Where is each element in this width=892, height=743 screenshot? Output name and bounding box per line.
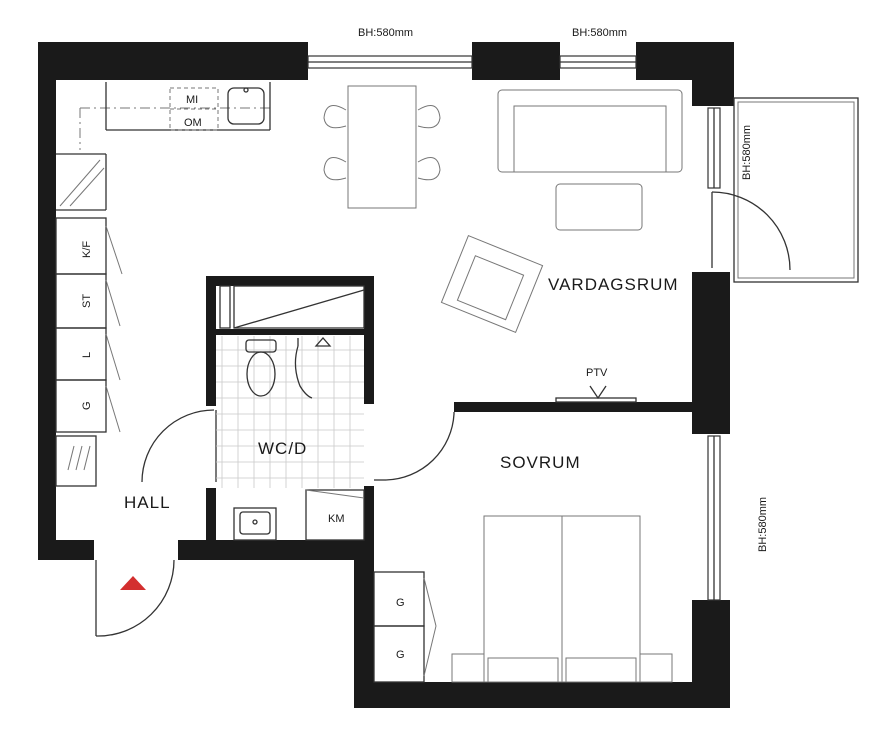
tv-label: PTV xyxy=(586,367,608,379)
window-label-top-right: BH:580mm xyxy=(572,27,627,39)
doors xyxy=(95,409,455,637)
window-label-balcony: BH:580mm xyxy=(741,125,753,180)
microwave-label: MI xyxy=(186,94,198,106)
exterior-walls xyxy=(38,42,734,708)
room-label-living: VARDAGSRUM xyxy=(548,275,679,294)
cabinet-l-label: L xyxy=(81,352,93,358)
cabinet-g-label: G xyxy=(81,401,93,410)
room-label-bedroom: SOVRUM xyxy=(500,453,581,472)
oven-label: OM xyxy=(184,117,202,129)
washer-label: KM xyxy=(328,513,345,525)
bedroom-furniture: G G PTV xyxy=(373,367,673,683)
window-label-top-left: BH:580mm xyxy=(358,27,413,39)
window-label-bedroom: BH:580mm xyxy=(757,497,769,552)
living-furniture xyxy=(440,89,683,334)
dining-table xyxy=(323,85,441,209)
cabinet-st-label: ST xyxy=(81,294,93,308)
wardrobe-1-label: G xyxy=(396,597,405,609)
wardrobe-2-label: G xyxy=(396,649,405,661)
interior-walls xyxy=(206,276,694,560)
room-label-hall: HALL xyxy=(124,493,171,512)
fridge-freezer-label: K/F xyxy=(81,241,93,258)
kitchen: MI OM K/F ST L G xyxy=(55,82,271,487)
windows xyxy=(307,55,721,601)
bathroom: KM xyxy=(216,285,365,541)
room-label-bath: WC/D xyxy=(258,439,307,458)
entrance-arrow-icon xyxy=(120,576,146,590)
balcony xyxy=(711,97,859,283)
